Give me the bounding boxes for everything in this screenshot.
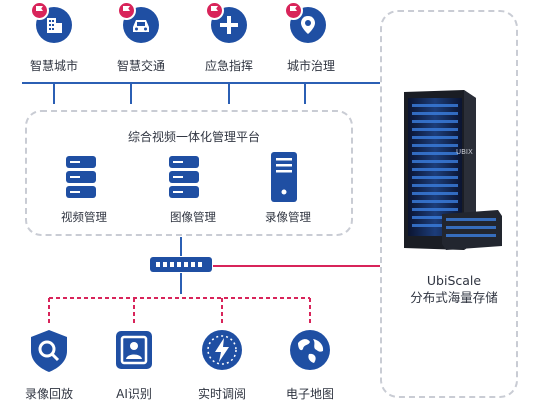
network-switch-icon <box>150 257 212 272</box>
bottom-app-label-3: 实时调阅 <box>197 387 247 401</box>
map-pin-icon <box>301 16 315 34</box>
lightning-compass-icon <box>202 330 242 370</box>
storage-title: UbiScale 分布式海量存储 <box>394 272 514 306</box>
emergency-command-node <box>205 1 247 43</box>
tower-server-icon <box>271 152 297 202</box>
storage-rack-icon: UBIX <box>404 90 502 250</box>
shield-search-icon <box>31 330 67 372</box>
storage-title-line2: 分布式海量存储 <box>410 290 498 305</box>
plus-icon <box>220 16 238 34</box>
storage-box <box>380 10 518 398</box>
server-icon <box>169 156 199 198</box>
building-icon <box>47 18 62 33</box>
city-governance-node <box>284 1 326 43</box>
bottom-app-label-1: 录像回放 <box>24 387 74 401</box>
flag-icon <box>284 1 303 20</box>
flag-icon <box>30 1 49 20</box>
top-app-label-2: 智慧交通 <box>116 59 166 73</box>
module-label-2: 图像管理 <box>170 210 216 224</box>
smart-city-node <box>30 1 72 43</box>
bottom-app-label-2: AI识别 <box>116 387 152 401</box>
globe-icon <box>290 330 330 370</box>
top-app-label-1: 智慧城市 <box>29 59 79 73</box>
bottom-app-label-4: 电子地图 <box>285 387 335 401</box>
management-platform-box <box>25 110 353 236</box>
server-icon <box>66 156 96 198</box>
flag-icon <box>117 1 136 20</box>
module-label-3: 录像管理 <box>265 210 311 224</box>
top-app-label-4: 城市治理 <box>286 59 336 73</box>
smart-traffic-node <box>117 1 159 43</box>
platform-title: 综合视频一体化管理平台 <box>127 130 261 144</box>
module-label-1: 视频管理 <box>61 210 107 224</box>
top-app-label-3: 应急指挥 <box>204 59 254 73</box>
face-id-icon <box>116 331 152 369</box>
rack-brand-label: UBIX <box>456 148 473 156</box>
car-icon <box>133 20 149 32</box>
storage-title-line1: UbiScale <box>426 273 482 288</box>
flag-icon <box>205 1 224 20</box>
